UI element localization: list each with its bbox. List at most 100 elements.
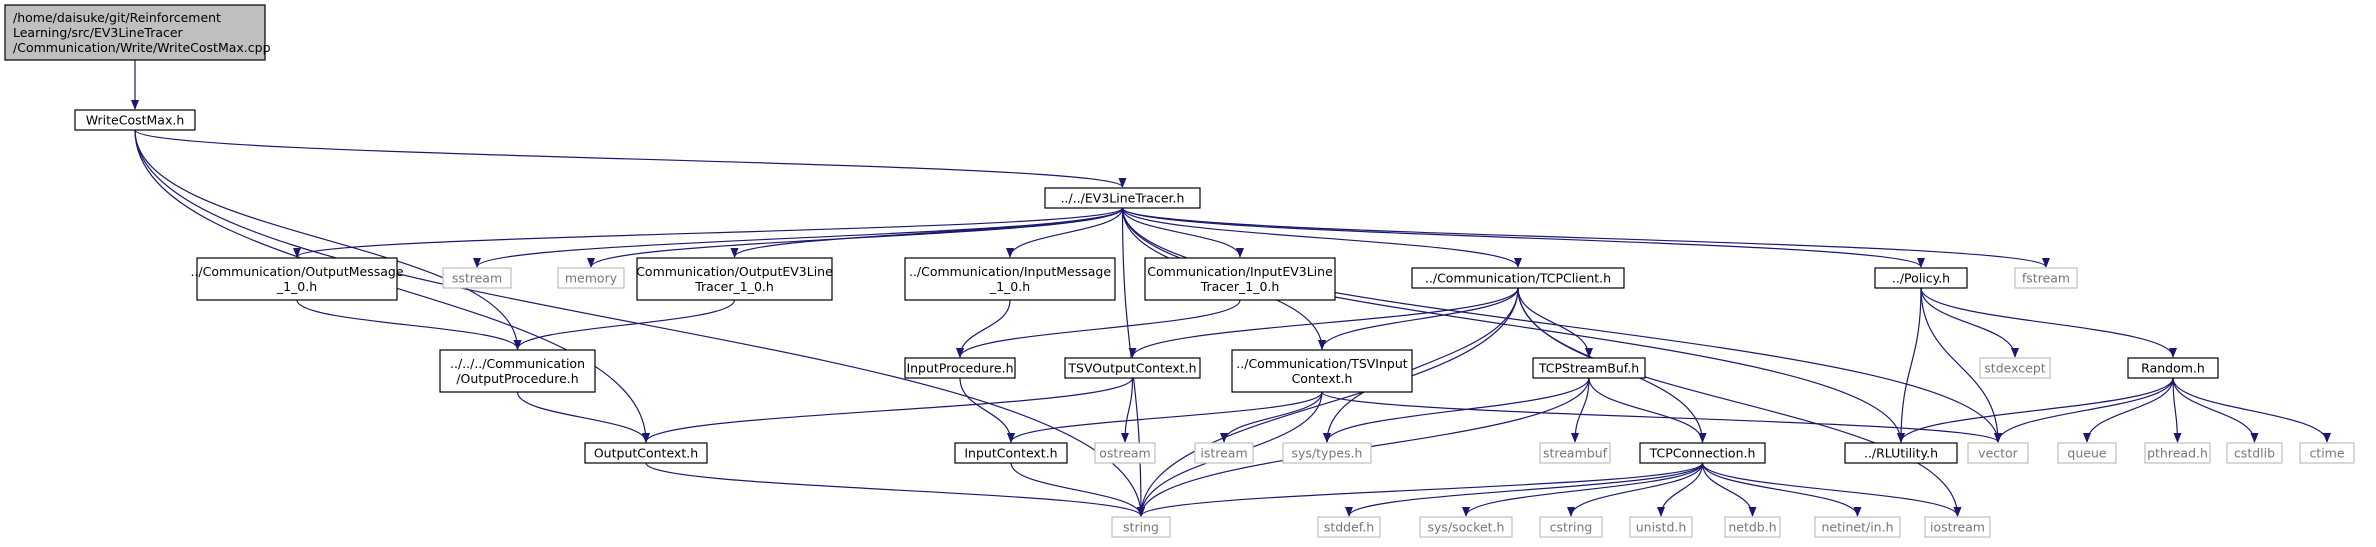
node-label-cstdlib-line-0: cstdlib (2234, 446, 2275, 461)
node-box-netinet (1814, 516, 1901, 538)
edge-tsvoutput-to-ostream (1121, 377, 1134, 443)
edge-ev3linetracer-to-outputev3 (730, 207, 1124, 258)
node-box-outputprocedure (439, 349, 596, 393)
node-label-unistd-line-0: unistd.h (1636, 520, 1687, 535)
node-unistd: unistd.h (1629, 516, 1693, 538)
node-label-inputmessage-line-0: ../Communication/InputMessage (909, 264, 1111, 279)
node-queue: queue (2057, 442, 2117, 464)
edge-tcpstreambuf-to-tcpconnection (1588, 377, 1707, 443)
edge-ev3linetracer-to-tcpclient (1121, 207, 1522, 268)
node-outputmessage[interactable]: ../Communication/OutputMessage_1_0.h (190, 257, 404, 301)
node-tsvoutput[interactable]: TSVOutputContext.h (1064, 357, 1201, 379)
node-label-tsvinput-line-1: Context.h (1292, 371, 1353, 386)
node-label-vector-line-0: vector (1978, 446, 2019, 461)
node-box-iostream (1924, 516, 1991, 538)
node-label-outputmessage-line-1: _1_0.h (276, 279, 317, 294)
node-vector: vector (1967, 442, 2029, 464)
edge-random-to-pthread (2172, 377, 2182, 443)
edge-tcpconnection-to-unistd (1657, 462, 1704, 517)
node-inputmessage[interactable]: ../Communication/InputMessage_1_0.h (904, 257, 1116, 301)
edge-writecostmax-to-ev3linetracer (134, 129, 1127, 188)
node-label-random-line-0: Random.h (2141, 361, 2205, 376)
edge-tsvoutput-to-outputcontext (642, 377, 1134, 443)
edge-tcpstreambuf-to-systypes (1323, 377, 1590, 443)
edge-policy-to-random (1920, 287, 2177, 358)
node-box-outputev3 (636, 257, 833, 301)
node-ev3linetracer[interactable]: ../../EV3LineTracer.h (1044, 187, 1201, 209)
node-stdexcept: stdexcept (1979, 357, 2051, 379)
node-writecostmax[interactable]: WriteCostMax.h (74, 109, 196, 131)
node-label-memory-line-0: memory (565, 271, 618, 286)
node-box-tsvinput (1231, 349, 1413, 393)
node-box-memory (557, 267, 625, 289)
node-box-ostream (1094, 442, 1156, 464)
node-label-ostream-line-0: ostream (1099, 446, 1150, 461)
node-label-ctime-line-0: ctime (2309, 446, 2344, 461)
node-label-root-line-0: /home/daisuke/git/Reinforcement (13, 10, 221, 25)
node-cstdlib: cstdlib (2226, 442, 2283, 464)
node-box-vector (1967, 442, 2029, 464)
node-root[interactable]: /home/daisuke/git/ReinforcementLearning/… (4, 4, 271, 61)
node-inputprocedure[interactable]: InputProcedure.h (904, 357, 1016, 379)
node-fstream: fstream (2014, 267, 2078, 289)
node-random[interactable]: Random.h (2127, 357, 2219, 379)
node-label-streambuf-line-0: streambuf (1543, 446, 1608, 461)
node-box-sstream (442, 267, 512, 289)
node-label-stddef-line-0: stddef.h (1324, 520, 1374, 535)
node-label-root-line-2: /Communication/Write/WriteCostMax.cpp (13, 40, 271, 55)
edge-random-to-vector (1994, 377, 2174, 443)
edge-tcpclient-to-tsvinput (1318, 287, 1519, 350)
edge-random-to-queue (2083, 377, 2174, 443)
node-box-root (4, 4, 266, 61)
node-systypes: sys/types.h (1282, 442, 1372, 464)
node-policy[interactable]: ../Policy.h (1874, 267, 1968, 289)
node-label-tcpstreambuf-line-0: TCPStreamBuf.h (1538, 361, 1639, 376)
node-pthread: pthread.h (2144, 442, 2211, 464)
node-box-ev3linetracer (1044, 187, 1201, 209)
edge-ev3linetracer-to-policy (1121, 207, 1925, 268)
node-ostream: ostream (1094, 442, 1156, 464)
edge-outputev3-to-outputprocedure (513, 299, 736, 350)
edge-random-to-cstdlib (2172, 377, 2259, 443)
node-label-stdexcept-line-0: stdexcept (1984, 361, 2045, 376)
edge-tcpconnection-to-syssocket (1462, 462, 1704, 517)
node-label-outputcontext-line-0: OutputContext.h (594, 446, 698, 461)
edge-tcpconnection-to-iostream (1701, 462, 1962, 517)
node-tcpclient[interactable]: ../Communication/TCPClient.h (1411, 267, 1625, 289)
node-inputcontext[interactable]: InputContext.h (954, 442, 1068, 464)
node-stddef: stddef.h (1317, 516, 1381, 538)
node-tcpconnection[interactable]: TCPConnection.h (1639, 442, 1766, 464)
node-label-iostream-line-0: iostream (1930, 520, 1985, 535)
node-outputprocedure[interactable]: ../../../Communication/OutputProcedure.h (439, 349, 596, 393)
edge-tcpconnection-to-stddef (1345, 462, 1704, 517)
node-box-stddef (1317, 516, 1381, 538)
node-box-istream (1194, 442, 1254, 464)
node-ctime: ctime (2299, 442, 2355, 464)
node-label-cstring-line-0: cstring (1550, 520, 1593, 535)
node-box-pthread (2144, 442, 2211, 464)
node-label-istream-line-0: istream (1200, 446, 1247, 461)
node-string: string (1111, 516, 1171, 538)
edge-tcpclient-to-iostream (1517, 287, 1962, 517)
node-label-tcpconnection-line-0: TCPConnection.h (1649, 446, 1756, 461)
node-tcpstreambuf[interactable]: TCPStreamBuf.h (1532, 357, 1646, 379)
node-box-tcpstreambuf (1532, 357, 1646, 379)
node-outputcontext[interactable]: OutputContext.h (584, 442, 708, 464)
node-label-tsvinput-line-0: ../Communication/TSVInput (1236, 356, 1407, 371)
nodes-layer: /home/daisuke/git/ReinforcementLearning/… (4, 4, 2355, 538)
node-rlutility[interactable]: ../RLUtility.h (1844, 442, 1958, 464)
node-label-tsvoutput-line-0: TSVOutputContext.h (1067, 361, 1196, 376)
node-label-fstream-line-0: fstream (2022, 271, 2070, 286)
node-label-outputprocedure-line-0: ../../../Communication (450, 356, 585, 371)
node-streambuf: streambuf (1539, 442, 1611, 464)
edge-tcpclient-to-string (1137, 287, 1519, 517)
node-label-outputprocedure-line-1: /OutputProcedure.h (456, 371, 578, 386)
node-label-inputprocedure-line-0: InputProcedure.h (906, 361, 1013, 376)
node-label-inputev3-line-0: Communication/InputEV3Line (1147, 264, 1333, 279)
node-label-tcpclient-line-0: ../Communication/TCPClient.h (1425, 271, 1611, 286)
edge-ev3linetracer-to-inputmessage (1006, 207, 1124, 258)
